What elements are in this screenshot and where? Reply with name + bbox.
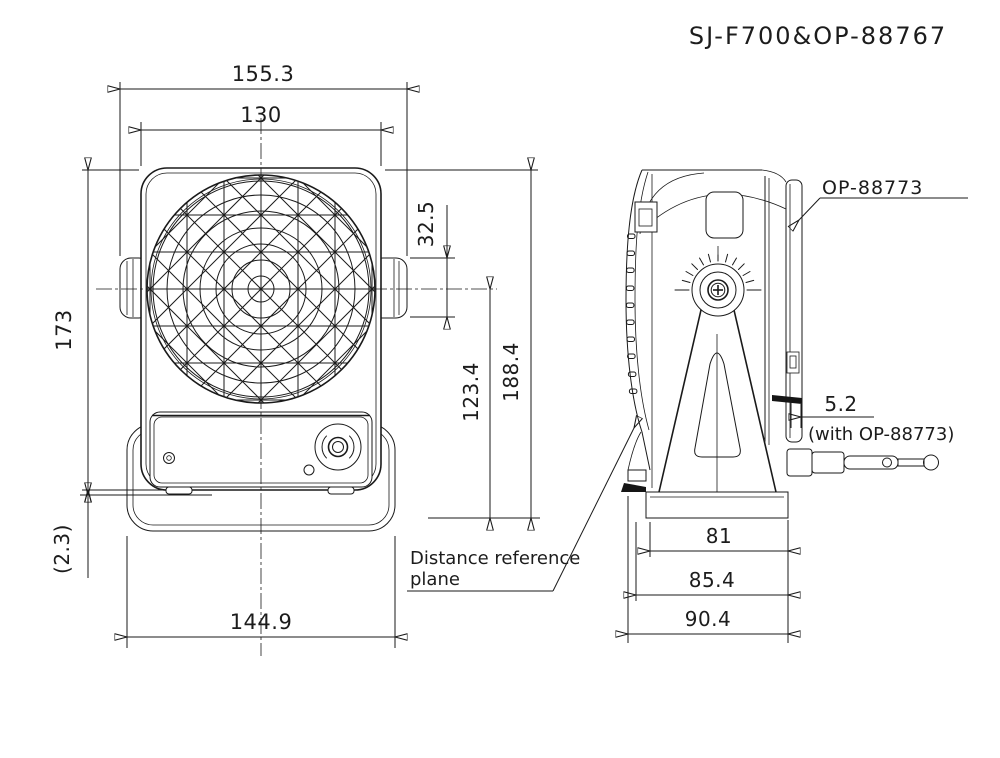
- dim-center-to-bottom: 123.4: [428, 289, 540, 518]
- svg-text:(2.3): (2.3): [50, 524, 74, 574]
- svg-text:173: 173: [52, 309, 76, 351]
- dim-stand-width: 81: [650, 520, 788, 643]
- four-way-control: [314, 423, 362, 471]
- option-plate-callout: OP-88773: [799, 177, 968, 220]
- plate-mount-bracket: [772, 395, 802, 404]
- dim-plate-offset: 5.2 (with OP-88773): [791, 392, 954, 445]
- power-connector: [786, 448, 939, 477]
- distance-reference-callout: Distance reference plane: [407, 428, 634, 592]
- tilt-dial: [674, 246, 762, 317]
- dim-overall-height: 188.4: [385, 170, 538, 518]
- front-view: [96, 118, 497, 656]
- dim-knob-height: 32.5: [410, 201, 455, 317]
- foot-left: [165, 486, 193, 495]
- side-view: [621, 169, 939, 519]
- svg-text:188.4: 188.4: [499, 342, 523, 402]
- svg-text:(with OP-88773): (with OP-88773): [808, 424, 954, 445]
- svg-text:123.4: 123.4: [459, 362, 483, 422]
- small-screw: [303, 464, 315, 476]
- svg-text:32.5: 32.5: [414, 201, 438, 248]
- svg-text:90.4: 90.4: [685, 607, 732, 631]
- svg-text:85.4: 85.4: [689, 568, 736, 592]
- svg-text:OP-88773: OP-88773: [822, 177, 923, 199]
- dim-overall-width: 155.3: [120, 62, 407, 256]
- dimensions-side: 81 85.4 90.4 5.2 (with OP-88773) OP-8877…: [628, 177, 968, 643]
- stand-cutout: [694, 352, 741, 458]
- svg-text:Distance reference: Distance reference: [410, 548, 580, 569]
- dim-base-width: 144.9: [127, 536, 395, 648]
- dim-body-height: 173: [52, 170, 163, 490]
- svg-text:81: 81: [706, 524, 732, 548]
- dim-foot-gap: (2.3): [50, 471, 212, 578]
- drawing-title: SJ-F700&OP-88767: [689, 22, 947, 50]
- side-front-face: [625, 169, 651, 471]
- svg-text:130: 130: [240, 103, 282, 127]
- dimensions-front: 155.3 130 173 (2.3) 144.9: [50, 62, 540, 648]
- foot-right: [327, 486, 355, 495]
- option-plate: [772, 179, 803, 443]
- plate-latch: [786, 351, 800, 374]
- svg-text:5.2: 5.2: [824, 392, 857, 416]
- svg-text:144.9: 144.9: [230, 610, 293, 634]
- dim-body-width: 130: [141, 103, 381, 166]
- svg-text:plane: plane: [410, 569, 460, 590]
- base-front-foot: [627, 469, 647, 482]
- svg-text:155.3: 155.3: [232, 62, 295, 86]
- label-window: [705, 191, 744, 239]
- dim-stand-depth: 85.4: [636, 522, 788, 601]
- tilt-stand: [658, 296, 777, 510]
- top-clamp: [634, 201, 658, 233]
- dim-overall-depth: 90.4: [628, 496, 788, 643]
- side-base: [621, 431, 789, 519]
- status-led: [163, 452, 175, 464]
- front-rim-vent-slots: [625, 233, 638, 394]
